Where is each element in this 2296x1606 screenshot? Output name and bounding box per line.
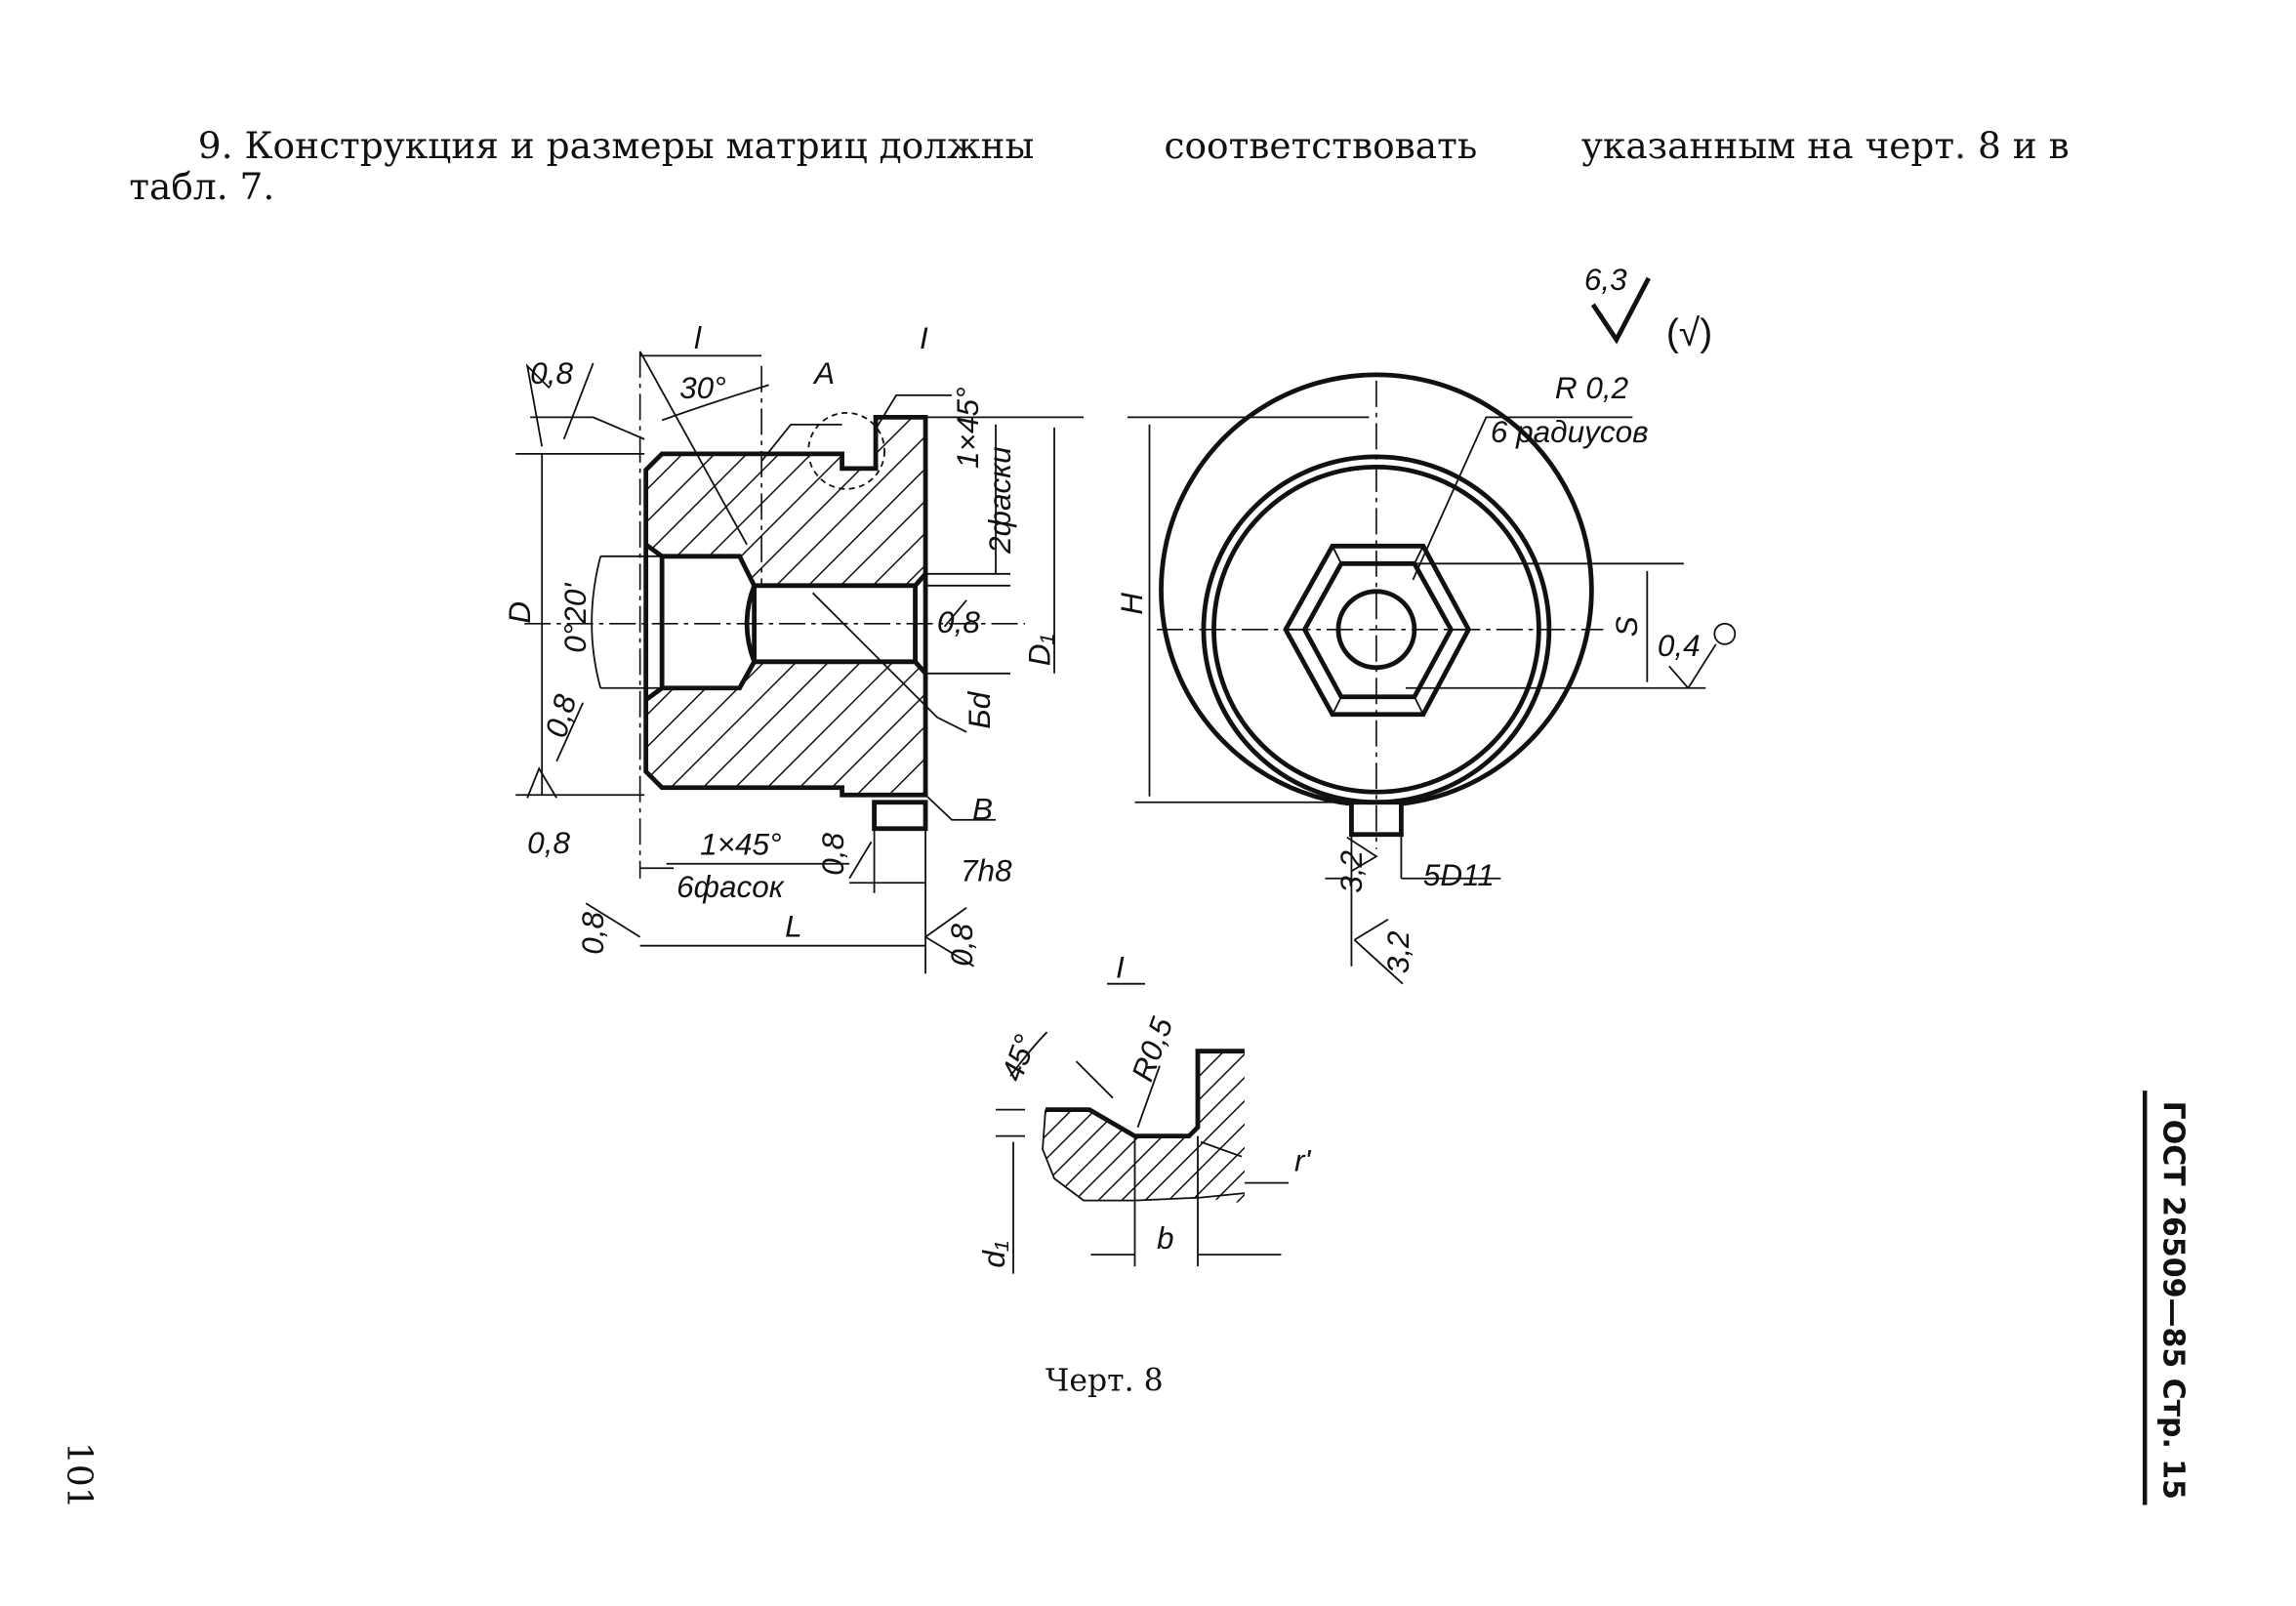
roughness-value: 6,3 (1584, 262, 1627, 297)
dim-D1: D₁ (1022, 635, 1057, 667)
roughness-0-8-right-end: 0,8 (944, 923, 979, 966)
dim-S: S (1609, 616, 1644, 637)
dim-H: H (1114, 593, 1149, 615)
paragraph-line1-a: 9. Конструкция и размеры матриц должны (198, 124, 1035, 167)
detail-d1: d₁ (976, 1241, 1011, 1268)
roughness-3-2-b: 3,2 (1380, 930, 1415, 973)
hatch-line (645, 417, 695, 796)
general-roughness-symbol: 6,3 (√) (1584, 262, 1712, 354)
hatch-line (1153, 1050, 1245, 1204)
standard-label: ГОСТ 26509—85 Стр. 15 (2156, 1101, 2191, 1500)
end-view: R 0,2 6 радиусов H S 0,4 3,2 5D11 3,2 (1114, 370, 1737, 985)
hatch-line (1083, 1050, 1245, 1204)
dim-5D11: 5D11 (1423, 857, 1495, 892)
roughness-0-8-top: 0,8 (530, 355, 573, 391)
hatch-line (645, 417, 759, 796)
hatch-line (1176, 1050, 1245, 1204)
roughness-paren: (√) (1666, 312, 1712, 354)
label-B: В (972, 792, 993, 827)
label-A: A (812, 355, 835, 391)
hatch-line (645, 417, 824, 796)
hatch-line (1129, 1050, 1245, 1204)
roughness-0-4: 0,4 (1658, 628, 1701, 663)
hatch-line (1223, 1050, 1245, 1204)
hatch-line (645, 417, 888, 796)
hatch-line (831, 417, 926, 796)
hatch-line (1200, 1050, 1245, 1204)
figure-caption: Черт. 8 (1046, 1364, 1164, 1399)
chamfer-bottom: 1×45° (700, 827, 782, 862)
detail-b: b (1157, 1220, 1174, 1256)
hatch-line (702, 417, 926, 796)
dim-l: l (694, 320, 702, 355)
chamfer-top-count: 2фаски (982, 446, 1017, 554)
dim-angle-30: 30° (679, 370, 726, 405)
dim-D: D (502, 601, 537, 624)
paragraph-line1-c: указанным на черт. 8 и в (1581, 124, 2070, 167)
roughness-0-8-bore: 0,8 (937, 604, 980, 639)
hatch-line (734, 417, 926, 796)
dim-7h8: 7h8 (961, 853, 1012, 888)
page-number: 101 (59, 1442, 99, 1509)
dim-angle-0-20: 0°20' (557, 583, 593, 653)
hatch-line (1043, 1050, 1073, 1204)
roughness-0-8-key: 0,8 (815, 832, 850, 875)
dim-L: L (785, 909, 802, 944)
chamfer-bottom-count: 6фасок (676, 869, 785, 904)
hatch-line (1248, 1040, 1423, 1215)
paragraph-line1-b: соответствовать (1164, 124, 1477, 167)
detail-radius: R0,5 (1125, 1012, 1180, 1086)
dim-Bd: Бd (962, 690, 997, 728)
dim-radius-count: 6 радиусов (1491, 414, 1649, 449)
roughness-0-8-left: 0,8 (538, 690, 583, 741)
chamfer-top: 1×45° (950, 387, 985, 469)
hatch-line (645, 417, 663, 796)
detail-title: I (1116, 950, 1125, 985)
section-hatching (645, 417, 926, 796)
detail-r: r' (1294, 1143, 1311, 1178)
hatch-line (1043, 1050, 1213, 1204)
hatch-line (645, 417, 926, 796)
hatch-line (766, 417, 926, 796)
dim-radius: R 0,2 (1555, 370, 1629, 405)
roughness-3-2-a: 3,2 (1333, 849, 1369, 892)
detail-angle: 45° (994, 1030, 1043, 1086)
hatch-line (799, 417, 926, 796)
roughness-0-8-left-end: 0,8 (575, 911, 610, 954)
detail-I: I 45° R0,5 r' d₁ b (976, 950, 1423, 1274)
roughness-0-8-bottom: 0,8 (527, 825, 570, 860)
hatch-line (670, 417, 926, 796)
hatch-line (645, 417, 792, 796)
paragraph-line2: табл. 7. (129, 165, 274, 208)
hatch-line (645, 417, 727, 796)
detail-ref-I: I (920, 320, 928, 355)
